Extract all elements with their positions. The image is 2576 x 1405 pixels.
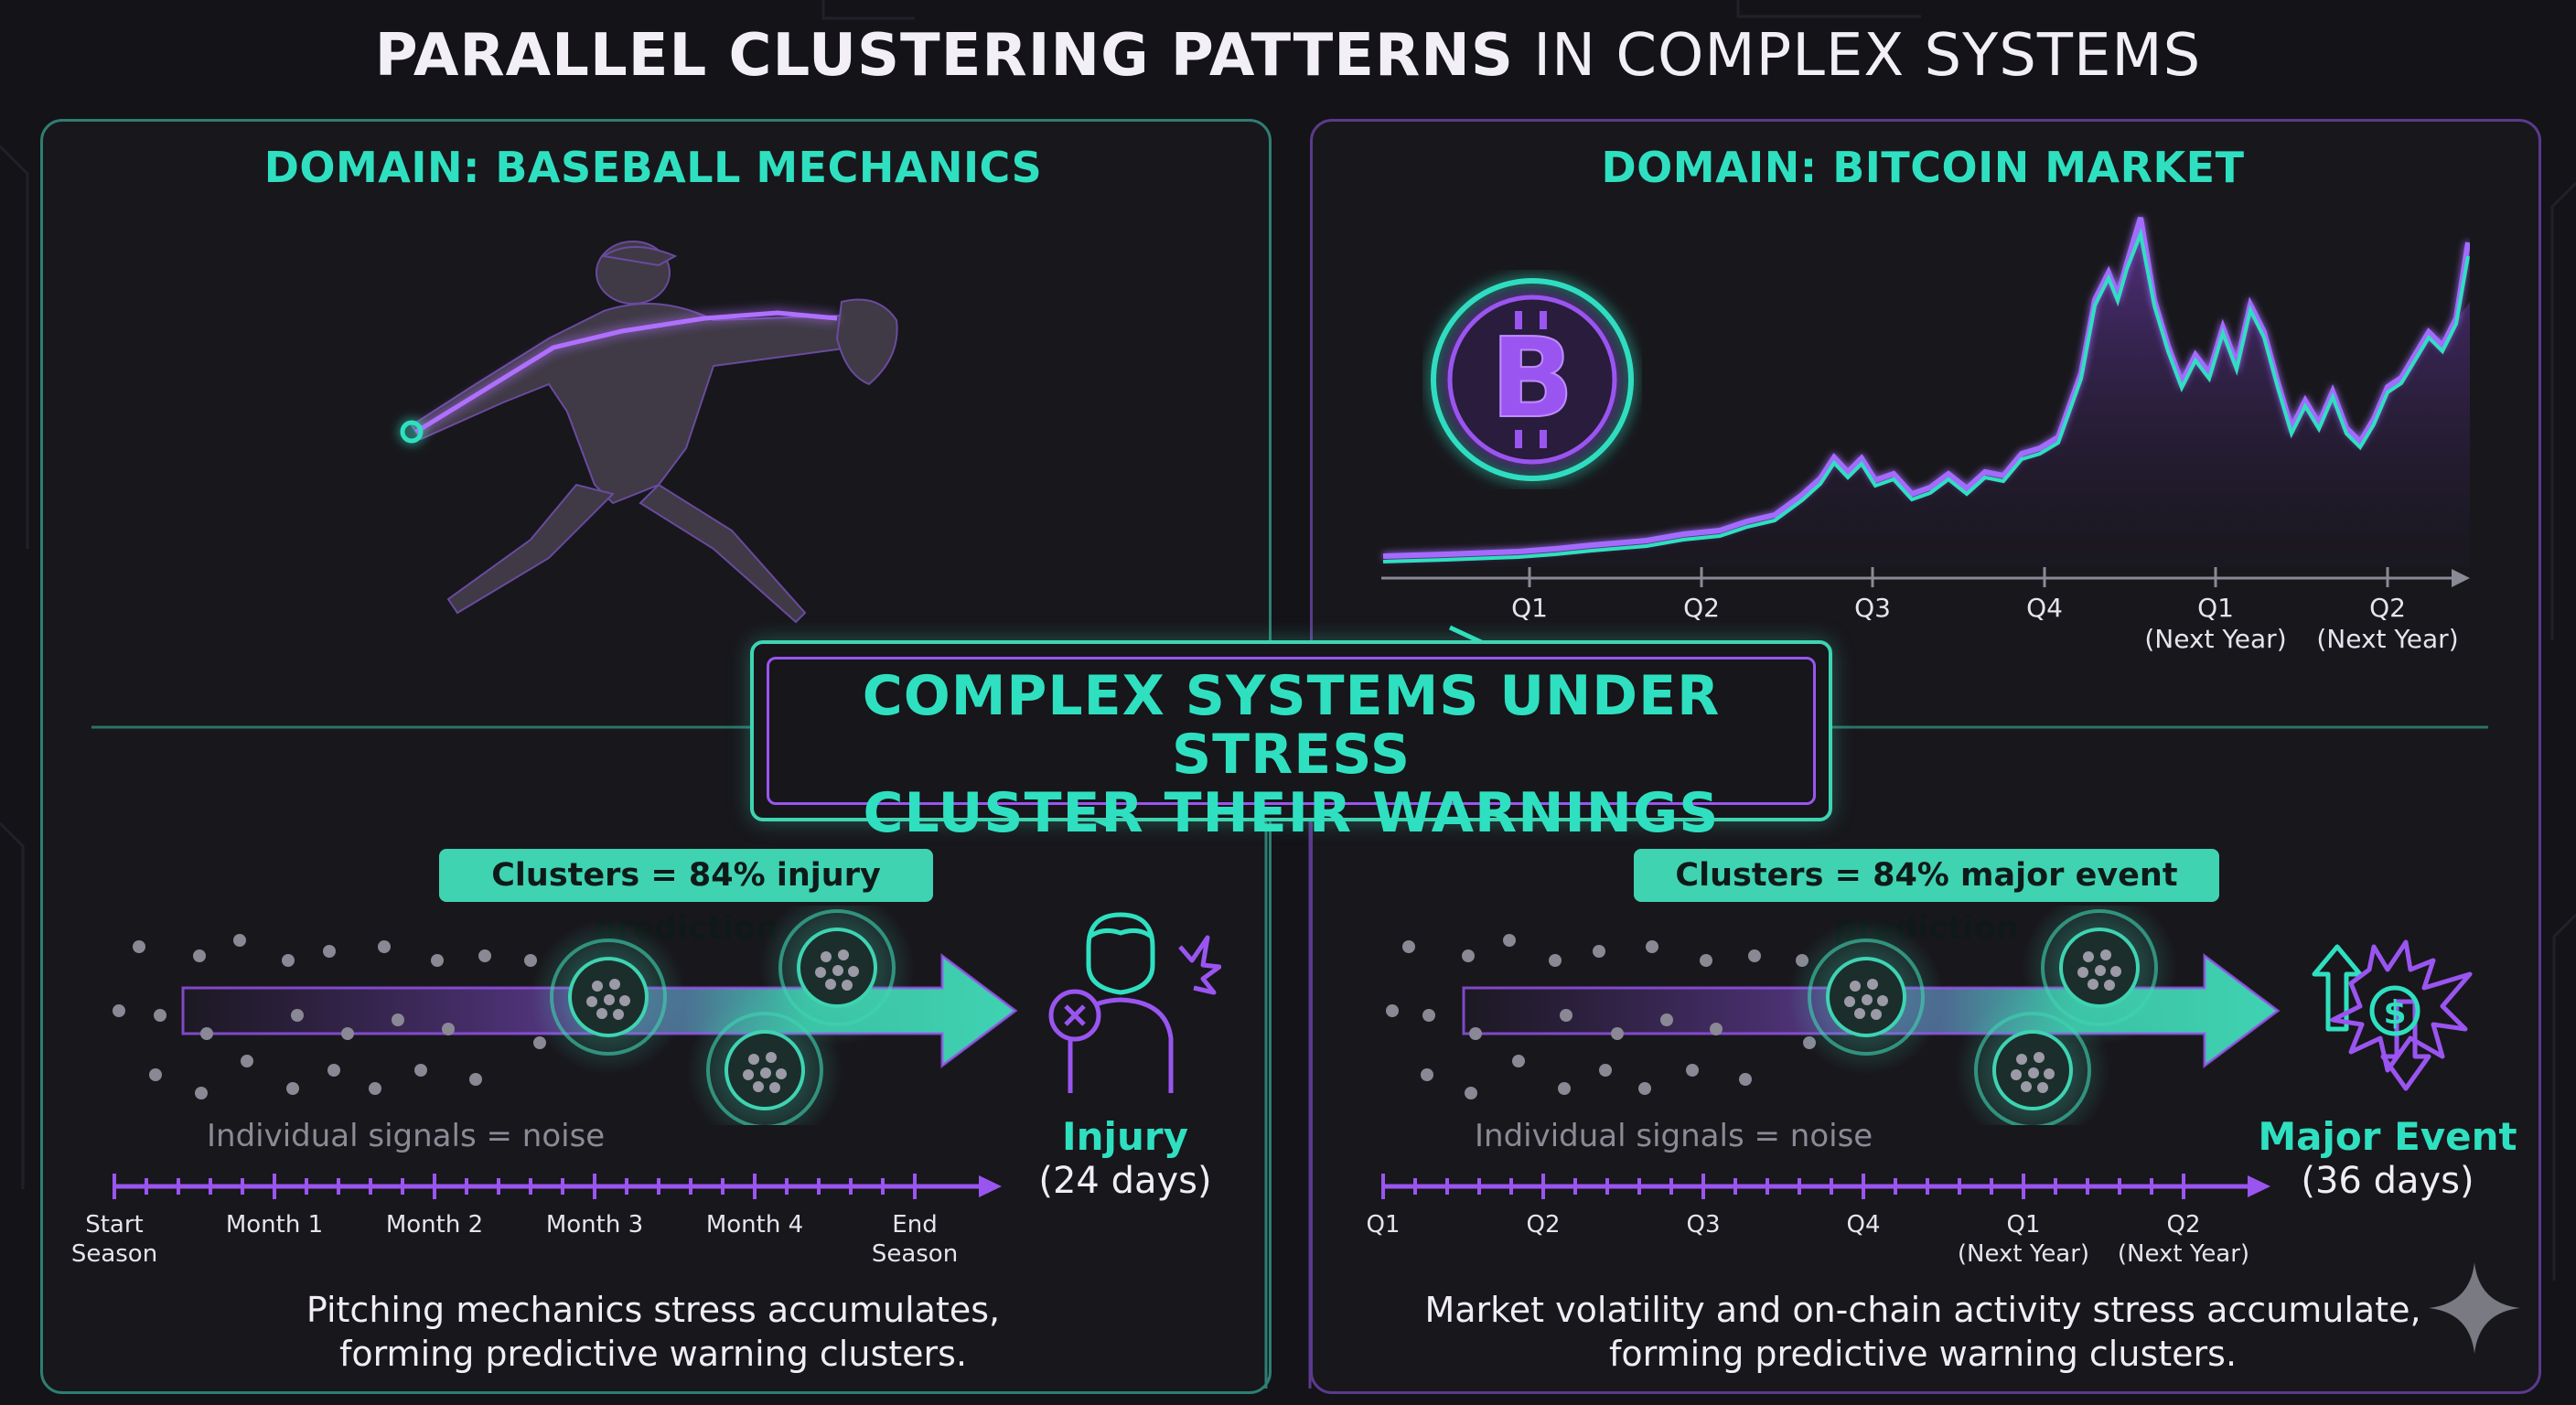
bitcoin-icon: B xyxy=(1431,278,1634,481)
timeline-q1: Q1 xyxy=(1366,1211,1401,1239)
sparkle-icon xyxy=(2429,1262,2520,1354)
injury-days: (24 days) xyxy=(1038,1160,1212,1202)
timeline-q2: Q2 xyxy=(1526,1211,1561,1239)
warning-cluster-1 xyxy=(531,919,686,1075)
timeline-q2-next-year: Q2 (Next Year) xyxy=(2117,1211,2250,1268)
pitcher-silhouette-icon xyxy=(400,241,898,624)
chart-axis-q4: Q4 xyxy=(2026,593,2063,623)
bitcoin-price-chart xyxy=(1381,217,2470,587)
injury-prediction-pill: Clusters = 84% injury prediction xyxy=(439,849,933,947)
chart-axis-q1: Q1 xyxy=(1511,593,1548,623)
event-prediction-pill: Clusters = 84% major event prediction xyxy=(1634,849,2219,947)
market-event-icon: $ xyxy=(2312,939,2473,1091)
bitcoin-domain-title: DOMAIN: BITCOIN MARKET xyxy=(1601,143,2245,192)
timeline-q1-next-year: Q1 (Next Year) xyxy=(1957,1211,2090,1268)
price-line-teal xyxy=(1382,227,2470,563)
svg-text:$: $ xyxy=(2383,994,2406,1032)
timeline-month-3: Month 3 xyxy=(545,1211,644,1239)
chart-axis-q2: Q2 xyxy=(1683,593,1720,623)
svg-text:B: B xyxy=(1490,316,1573,443)
timeline-start-season: Start Season xyxy=(70,1211,158,1268)
bitcoin-caption: Market volatility and on-chain activity … xyxy=(1424,1290,2421,1374)
center-message-box: COMPLEX SYSTEMS UNDER STRESS CLUSTER THE… xyxy=(750,640,1832,842)
chart-axis-q1-next: Q1 (Next Year) xyxy=(2144,593,2287,654)
page-title: PARALLEL CLUSTERING PATTERNS IN COMPLEX … xyxy=(374,22,2202,90)
baseball-caption: Pitching mechanics stress accumulates, f… xyxy=(306,1290,1001,1374)
noise-dots xyxy=(113,934,546,1099)
timeline-month-2: Month 2 xyxy=(385,1211,484,1239)
timeline-month-1: Month 1 xyxy=(225,1211,324,1239)
warning-cluster-1 xyxy=(1788,919,1944,1075)
center-line-2: CLUSTER THEIR WARNINGS xyxy=(863,781,1720,845)
bitcoin-timeline xyxy=(1381,1174,2270,1199)
timeline-q4: Q4 xyxy=(1846,1211,1881,1239)
timeline-q3: Q3 xyxy=(1686,1211,1721,1239)
baseball-timeline xyxy=(113,1174,1002,1199)
bitcoin-cluster-diagram xyxy=(1386,906,2281,1125)
center-line-1: COMPLEX SYSTEMS UNDER STRESS xyxy=(862,664,1721,787)
major-event-label: Major Event xyxy=(2258,1114,2517,1159)
chart-axis-q2-next: Q2 (Next Year) xyxy=(2316,593,2459,654)
left-noise-label: Individual signals = noise xyxy=(207,1118,606,1154)
right-noise-label: Individual signals = noise xyxy=(1475,1118,1873,1154)
warning-cluster-3 xyxy=(687,992,843,1125)
baseball-domain-title: DOMAIN: BASEBALL MECHANICS xyxy=(263,143,1043,192)
price-line-purple xyxy=(1382,217,2470,559)
price-area xyxy=(1383,229,2470,567)
baseball-cluster-diagram xyxy=(113,906,1018,1125)
timeline-end-season: End Season xyxy=(871,1211,959,1268)
timeline-month-4: Month 4 xyxy=(705,1211,804,1239)
injured-person-icon xyxy=(1048,912,1221,1093)
injury-label: Injury xyxy=(1062,1114,1188,1159)
chart-axis-q3: Q3 xyxy=(1854,593,1891,623)
warning-cluster-3 xyxy=(1955,992,2110,1125)
major-event-days: (36 days) xyxy=(2301,1160,2474,1202)
